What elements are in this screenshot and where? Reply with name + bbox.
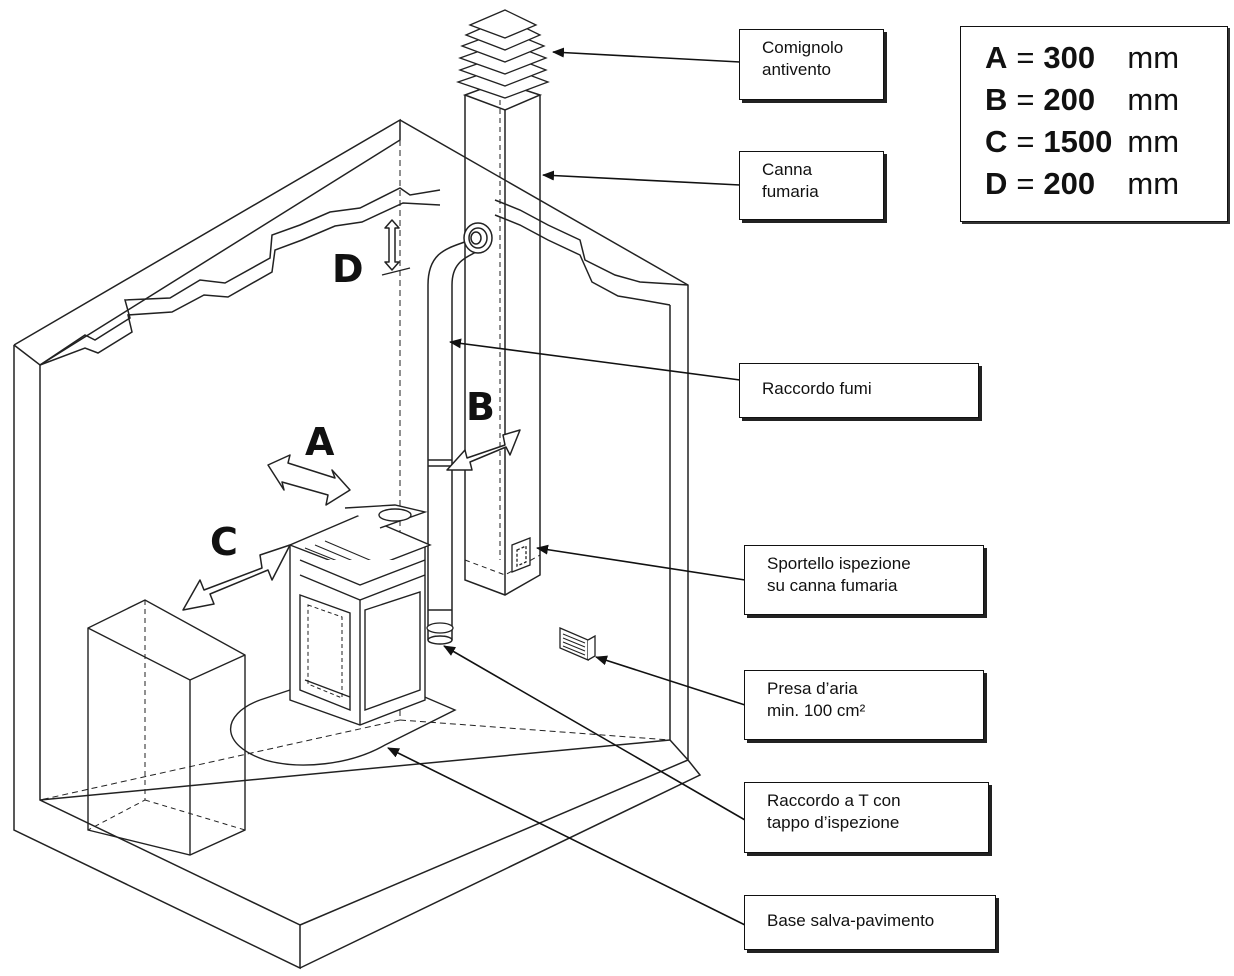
callout-presa-line2: min. 100 cm² [767, 701, 866, 720]
dimension-value: 1500 [1043, 124, 1113, 159]
letter-c: C [210, 520, 238, 564]
chimney-flue [462, 81, 543, 596]
dimension-letter: A [985, 40, 1008, 75]
leader-raccordo-fumi [449, 338, 741, 381]
callout-raccordo-t-line1: Raccordo a T con [767, 791, 901, 810]
clearance-arrows [182, 219, 521, 611]
callout-base: Base salva-pavimento [744, 895, 996, 950]
dimension-row-c: C=1500 mm [985, 121, 1227, 163]
callout-raccordo-t: Raccordo a T con tappo d’ispezione [744, 782, 989, 853]
floor-protection-base [230, 689, 457, 766]
dimension-letter: C [985, 124, 1008, 159]
dimension-letter: D [985, 166, 1008, 201]
leader-lines [387, 47, 746, 926]
air-intake-grille [559, 627, 596, 661]
chimney-cap [455, 9, 550, 99]
letter-d: D [332, 247, 364, 291]
callout-canna: Canna fumaria [739, 151, 884, 220]
leader-comignolo [552, 47, 741, 63]
clearance-arrow-a [267, 454, 351, 506]
callout-comignolo: Comignolo antivento [739, 29, 884, 100]
callout-comignolo-line1: Comignolo [762, 38, 844, 57]
dimension-equals: = [1016, 166, 1035, 201]
clearance-arrow-b [446, 429, 521, 471]
callout-canna-line2: fumaria [762, 182, 819, 201]
leader-sportello [536, 544, 746, 581]
side-cabinet [87, 599, 246, 856]
callout-sportello-line2: su canna fumaria [767, 576, 898, 595]
letter-a: A [305, 420, 335, 464]
callout-presa-line1: Presa d’aria [767, 679, 858, 698]
dimension-unit: mm [1127, 82, 1180, 117]
callout-raccordo-fumi: Raccordo fumi [739, 363, 979, 418]
callout-comignolo-line2: antivento [762, 60, 831, 79]
pellet-stove [288, 504, 432, 726]
dimension-unit: mm [1127, 166, 1180, 201]
inspection-door [511, 537, 531, 573]
callout-sportello-line1: Sportello ispezione [767, 554, 911, 573]
dimension-row-d: D=200 mm [985, 163, 1227, 205]
dimension-equals: = [1016, 40, 1035, 75]
dimension-equals: = [1016, 82, 1035, 117]
clearance-letters: A B C D [210, 247, 495, 564]
flue-pipe [427, 222, 493, 645]
t-fitting [426, 622, 454, 634]
leader-raccordo-t [443, 645, 746, 821]
callout-base-line1: Base salva-pavimento [767, 911, 935, 930]
dimension-value: 300 [1043, 40, 1096, 75]
clearance-arrow-d [384, 219, 400, 271]
dimension-row-a: A=300 mm [985, 37, 1227, 79]
callout-canna-line1: Canna [762, 160, 813, 179]
dimension-value: 200 [1043, 166, 1096, 201]
callout-raccordo-t-line2: tappo d’ispezione [767, 813, 900, 832]
callout-raccordo-fumi-line1: Raccordo fumi [762, 379, 872, 398]
dimension-unit: mm [1127, 40, 1180, 75]
dimension-equals: = [1016, 124, 1035, 159]
clearance-arrow-c [182, 544, 291, 611]
callout-sportello: Sportello ispezione su canna fumaria [744, 545, 984, 615]
leader-presa [595, 655, 746, 706]
dimension-unit: mm [1127, 124, 1180, 159]
leader-base [387, 747, 746, 926]
leader-canna [542, 170, 741, 186]
letter-b: B [466, 385, 495, 429]
dimension-row-b: B=200 mm [985, 79, 1227, 121]
callout-presa: Presa d’aria min. 100 cm² [744, 670, 984, 740]
dimension-letter: B [985, 82, 1008, 117]
dimension-value: 200 [1043, 82, 1096, 117]
